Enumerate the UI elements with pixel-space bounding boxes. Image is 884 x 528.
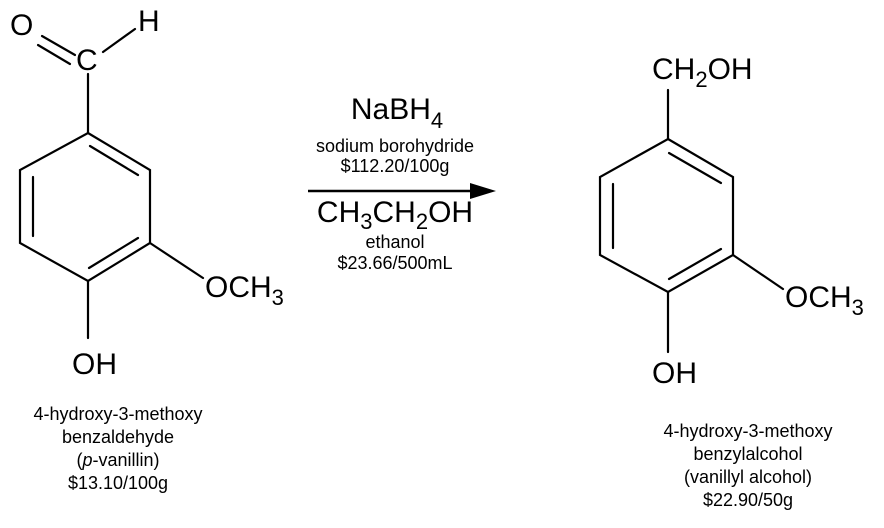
product-caption-line1: 4-hydroxy-3-methoxy	[663, 421, 833, 441]
reactant-hydroxyl-label: OH	[72, 348, 117, 381]
reactant-ring-double-bond	[88, 144, 140, 177]
reagent-name: sodium borohydride	[315, 136, 475, 156]
product-caption-line4: $22.90/50g	[702, 490, 794, 510]
reactant-ch-bond	[101, 27, 137, 54]
product-ring-double-bond	[667, 151, 723, 185]
product-structure	[598, 88, 785, 354]
product-caption-line3: (vanillyl alcohol)	[683, 467, 813, 487]
reactant-carbonyl-bond	[36, 43, 72, 66]
reactant-atom-labels: O C H OCH3 OH	[10, 5, 284, 381]
product-bond-to-methoxy	[731, 253, 785, 291]
reactant-ring-double-bond	[87, 236, 140, 270]
product-methoxy-label: OCH3	[785, 281, 864, 320]
product-caption: 4-hydroxy-3-methoxy benzylalcohol (vanil…	[630, 420, 866, 512]
solvent-below-arrow: CH3CH2OH ethanol $23.66/500mL	[270, 197, 520, 274]
reactant-caption-line3: (p-vanillin)	[76, 450, 160, 470]
reactant-caption: 4-hydroxy-3-methoxy benzaldehyde (p-vani…	[0, 403, 236, 495]
reactant-carbonyl-bond	[40, 34, 77, 57]
product-ring-double-bond	[667, 247, 723, 281]
product-ch2oh-label: CH2OH	[652, 53, 753, 92]
reagent-price: $112.20/100g	[340, 156, 450, 176]
reactant-caption-line1: 4-hydroxy-3-methoxy	[33, 404, 203, 424]
solvent-name: ethanol	[365, 232, 425, 252]
arrow-head	[470, 183, 496, 199]
solvent-formula: CH3CH2OH	[316, 196, 474, 235]
reactant-bond-to-methoxy	[148, 241, 205, 280]
solvent-price: $23.66/500mL	[337, 253, 453, 273]
reactant-structure	[18, 27, 205, 340]
reactant-caption-line4: $13.10/100g	[67, 473, 169, 493]
reactant-aldehyde-hydrogen: H	[138, 5, 160, 38]
product-hydroxyl-label: OH	[652, 357, 697, 390]
reaction-arrow	[308, 183, 496, 199]
reagent-formula: NaBH4	[350, 93, 444, 133]
reagent-above-arrow: NaBH4 sodium borohydride $112.20/100g	[270, 93, 520, 177]
product-caption-line2: benzylalcohol	[693, 444, 803, 464]
reactant-methoxy-label: OCH3	[205, 271, 284, 310]
reactant-caption-line2: benzaldehyde	[61, 427, 175, 447]
reactant-carbonyl-oxygen: O	[10, 9, 33, 42]
product-atom-labels: CH2OH OCH3 OH	[652, 53, 864, 390]
reactant-aldehyde-carbon: C	[76, 44, 98, 77]
product-benzene-ring	[598, 137, 735, 294]
reactant-benzene-ring	[18, 131, 152, 283]
